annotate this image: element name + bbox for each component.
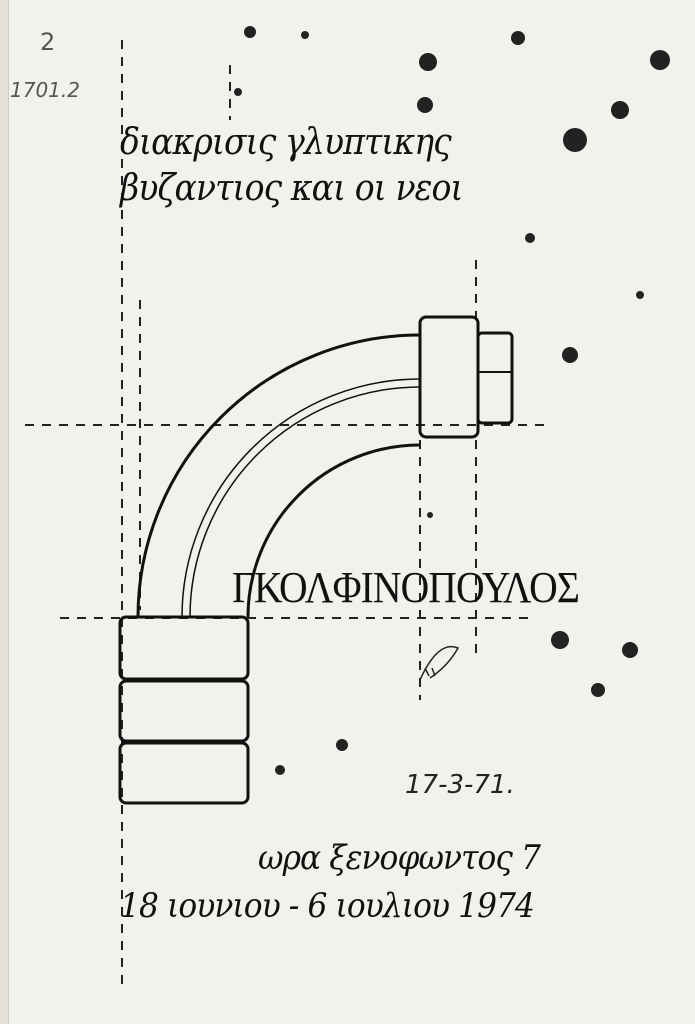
construction-lines bbox=[25, 40, 545, 990]
exhibition-dates: 18 ιουνιου - 6 ιουλιου 1974 bbox=[120, 886, 535, 926]
signature-mark bbox=[419, 646, 460, 681]
title-line-2: βυζαντιος και οι νεοι bbox=[120, 168, 464, 209]
artist-name: ΓΚΟΛΦΙΝΟΠΟΥΛΟΣ bbox=[232, 563, 580, 612]
ink-spots bbox=[234, 26, 670, 775]
venue: ωρα ξενοφωντος 7 bbox=[258, 838, 541, 878]
handwritten-date: 17-3-71. bbox=[405, 770, 515, 800]
paper-edge bbox=[0, 0, 9, 1024]
sheet-number: 2 bbox=[40, 28, 56, 56]
catalog-number: 1701.2 bbox=[10, 78, 80, 102]
pipe-elbow bbox=[118, 315, 514, 805]
title-line-1: διακρισις γλυπτικης bbox=[120, 122, 452, 163]
